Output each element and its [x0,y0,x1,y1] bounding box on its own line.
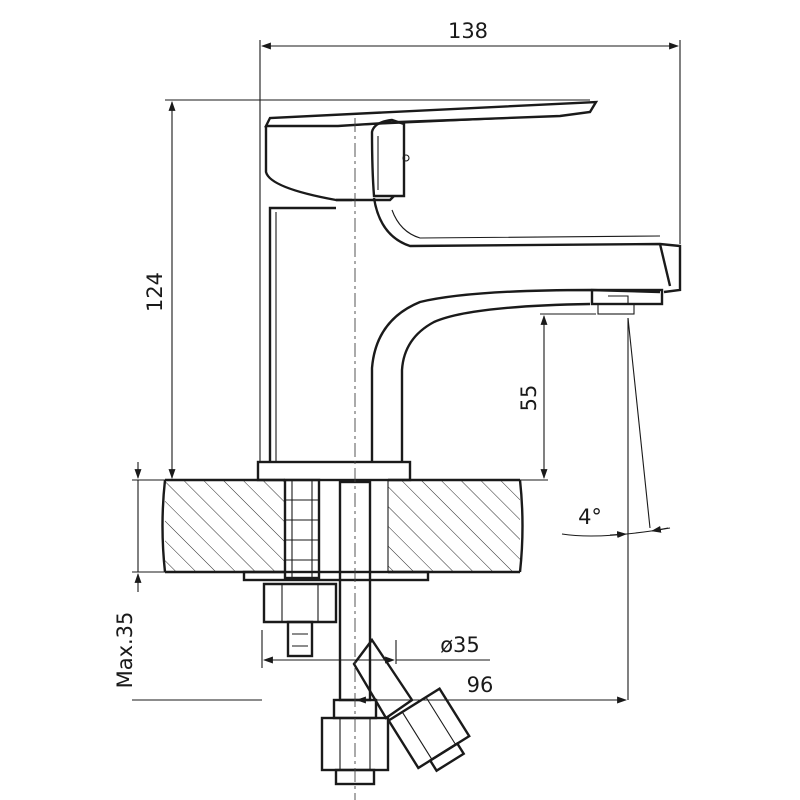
dimension-diameter: ø35 [261,630,490,668]
dim-label-deck: Max.35 [113,612,137,689]
dimension-angle: 4° [561,317,671,700]
dim-label-clearance: 55 [517,385,541,412]
dimension-96: 96 [356,673,627,704]
dimension-55: 55 [517,313,596,481]
dimension-124: 124 [143,99,590,481]
dimension-138: 138 [259,19,681,462]
dim-label-height: 124 [143,272,167,312]
dim-label-width: 138 [448,19,488,43]
dim-label-angle: 4° [578,505,602,529]
faucet-body [256,100,682,482]
countertop-section [161,478,524,574]
dim-label-hole: ø35 [440,633,480,657]
mounting-hardware [242,478,430,658]
dim-label-reach: 96 [467,673,494,697]
dimension-max35: Max.35 [113,462,262,701]
